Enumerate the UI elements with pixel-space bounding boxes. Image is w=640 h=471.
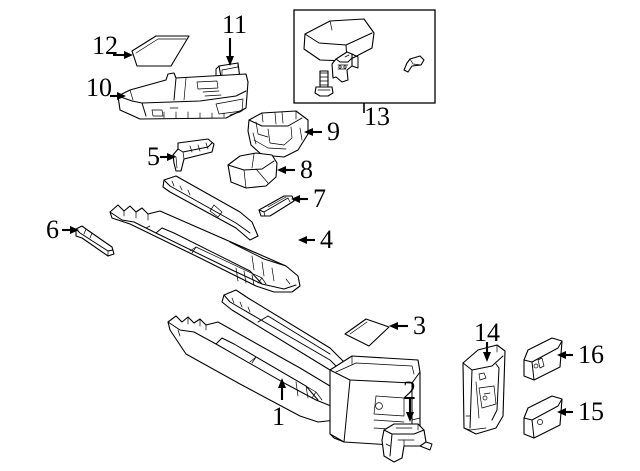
leader-15 [557, 408, 573, 416]
callout-label-6: 6 [46, 215, 59, 244]
leader-6 [62, 226, 79, 234]
part-console-bracket-lower [381, 423, 433, 463]
part-console-trim-strip [75, 225, 115, 257]
callout-label-3: 3 [413, 311, 426, 340]
callout-label-1: 1 [272, 402, 285, 431]
callout-label-11: 11 [222, 10, 248, 39]
callout-label-4: 4 [320, 225, 333, 254]
part-console-tray-insert [258, 195, 295, 217]
inset-box-armrest-assembly [293, 9, 436, 113]
leader-7 [291, 195, 308, 203]
part-armrest-bolt [314, 70, 334, 97]
leader-4 [298, 236, 315, 244]
part-console-mounting-bracket [172, 138, 215, 172]
leader-12 [113, 51, 133, 59]
part-console-main-body [167, 289, 421, 447]
part-console-upper-panel [109, 175, 301, 293]
part-rear-console-cover-upper [523, 337, 563, 381]
leader-8 [277, 166, 295, 174]
leader-2 [406, 398, 414, 422]
part-console-cover-trim [227, 152, 278, 189]
callout-label-2: 2 [403, 376, 416, 405]
leader-3 [389, 322, 408, 330]
callout-label-15: 15 [578, 397, 604, 426]
leader-11 [226, 38, 234, 66]
part-console-trim-panel-upper [117, 72, 249, 120]
part-console-storage-mat [344, 318, 390, 347]
part-console-pad [131, 35, 190, 67]
leader-10 [110, 92, 126, 100]
callout-label-13: 13 [364, 102, 390, 131]
part-armrest-hinge-bracket [331, 51, 359, 83]
callout-label-8: 8 [300, 155, 313, 184]
leader-1 [278, 378, 286, 400]
part-rear-console-cover-lower [523, 395, 563, 439]
part-rear-console-panel [462, 344, 506, 435]
leader-16 [557, 351, 573, 359]
callout-label-12: 12 [92, 31, 118, 60]
leader-14 [483, 342, 491, 362]
part-armrest-lid [303, 18, 375, 62]
part-cup-holder-insert [247, 110, 309, 158]
leader-9 [304, 128, 322, 136]
callout-label-16: 16 [578, 340, 604, 369]
callout-label-9: 9 [327, 117, 340, 146]
callout-label-14: 14 [474, 318, 500, 347]
leader-5 [160, 153, 176, 161]
part-armrest-clip [403, 55, 425, 73]
callout-label-10: 10 [86, 73, 112, 102]
callout-label-7: 7 [313, 184, 326, 213]
callout-label-5: 5 [147, 142, 160, 171]
